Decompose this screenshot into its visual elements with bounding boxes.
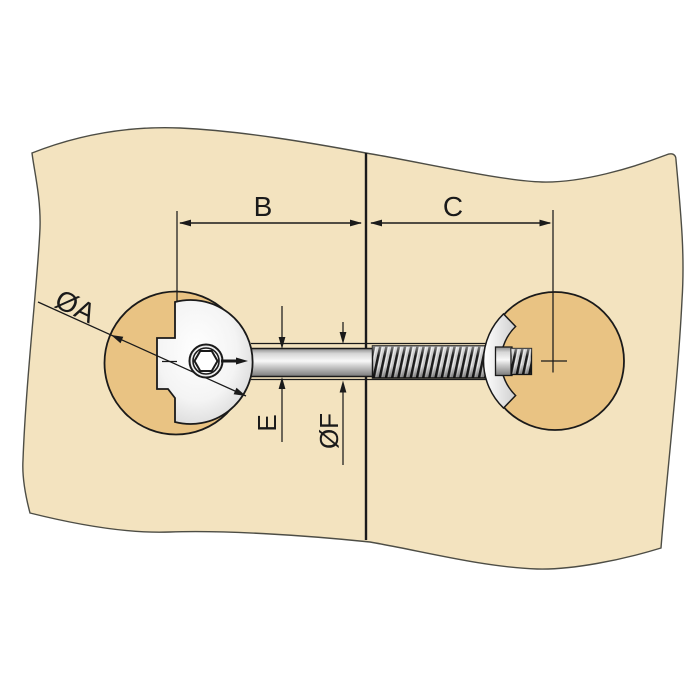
bolt-tip: [494, 346, 533, 377]
dim-label-b: B: [254, 191, 273, 222]
dim-label-f: ØF: [314, 413, 344, 449]
dimension-c: C: [370, 191, 552, 227]
bore-lines: [251, 342, 486, 381]
insertion-direction-arrow: [221, 357, 248, 365]
dim-label-c: C: [443, 191, 463, 222]
dimension-f: ØF: [314, 322, 347, 465]
center-cross: [541, 210, 567, 373]
dimension-e: E: [252, 306, 286, 442]
hex-socket: [188, 343, 224, 379]
bolt-shaft: [249, 347, 374, 378]
dimension-b: B: [176, 191, 362, 301]
bolt-thread: [371, 345, 498, 379]
dimension-a-leader: [37, 301, 247, 397]
dim-label-e: E: [252, 414, 282, 431]
